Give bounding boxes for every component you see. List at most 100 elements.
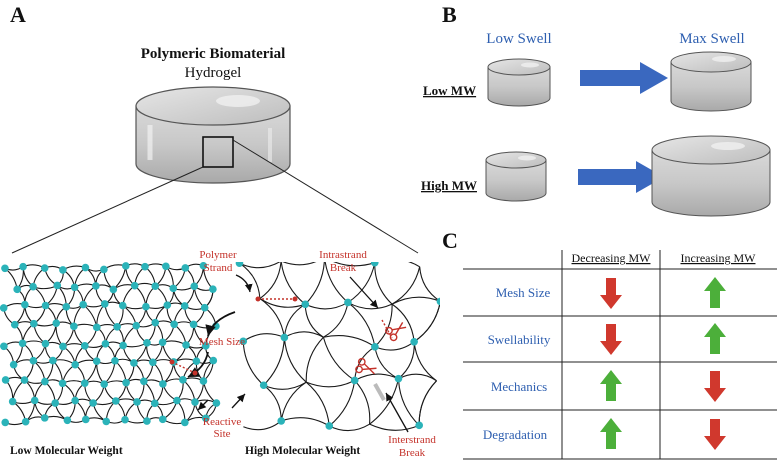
reactive-site-node (150, 399, 159, 408)
polymer-strand (263, 381, 307, 390)
polymer-strand-label-2: Strand (204, 262, 233, 274)
polymer-network (0, 262, 440, 432)
hydrogel-disc-high-mw-swollen (651, 135, 771, 217)
polymer-strand (398, 373, 437, 382)
hydrogel-disc-high-mw-small (485, 151, 547, 202)
zoom-line-left (11, 166, 204, 254)
reactive-site-node (62, 302, 71, 311)
polymer-strand (104, 303, 118, 328)
polymer-strand (413, 301, 440, 343)
reactive-site-node (133, 398, 141, 406)
reactive-site-node (112, 397, 120, 405)
reactive-site-node (81, 415, 90, 424)
reactive-site-node (415, 421, 423, 430)
polymer-strand-arrow (235, 274, 253, 293)
polymer-strand (242, 341, 265, 386)
reactive-site-node (143, 339, 151, 347)
reactive-site-node (180, 302, 189, 310)
table-row-label: Degradation (483, 427, 548, 442)
interstrand-label-2: Break (399, 447, 426, 459)
polymer-strand (243, 420, 282, 431)
reactive-site-node (212, 399, 221, 407)
table-row-label: Mechanics (491, 379, 547, 394)
reactive-site-node (30, 396, 39, 405)
reactive-site-node (371, 342, 379, 351)
polymer-strand (305, 381, 330, 427)
reactive-site-node (92, 323, 101, 332)
reactive-site-node (163, 301, 172, 309)
polymer-strand (323, 335, 376, 348)
polymer-strand (418, 380, 437, 426)
reactive-site-node (0, 342, 8, 351)
polymer-strand (304, 262, 325, 305)
reactive-site-node (192, 357, 201, 365)
reactive-site-node (13, 285, 21, 294)
max-swell-header: Max Swell (679, 31, 744, 47)
arrow-up-icon (704, 277, 726, 308)
swell-arrow-high-mw (578, 161, 664, 193)
reactive-site-node (111, 356, 119, 365)
reactive-site-node (436, 297, 440, 306)
mesh-arrow-up (205, 311, 236, 337)
reactive-site-node (350, 376, 359, 385)
table-header-decreasing: Decreasing MW (572, 251, 652, 265)
intrastrand-arrow (349, 276, 379, 309)
table-row-label: Swellability (488, 332, 551, 347)
reactive-site-node (280, 333, 289, 342)
mw-effect-table: Decreasing MW Increasing MW Mesh Size Sw… (463, 250, 777, 460)
arrow-down-icon (600, 324, 622, 355)
polymer-strand (282, 262, 317, 266)
table-row-label: Mesh Size (496, 285, 551, 300)
hydrogel-disc-large (135, 86, 291, 184)
polymer-strand (306, 379, 355, 388)
polymer-strand (347, 262, 376, 303)
reactive-site-node (70, 283, 79, 292)
reactive-site-node (130, 281, 139, 290)
low-mw-caption: Low Molecular Weight (10, 445, 123, 457)
reactive-site-node (200, 303, 209, 312)
polymer-strand (239, 262, 281, 269)
reactive-site-node (121, 262, 130, 270)
reactive-site-node (0, 304, 8, 312)
reactive-site-node (100, 300, 109, 308)
reactive-site-node (181, 418, 189, 427)
zoom-box (202, 136, 234, 168)
reactive-site-node (179, 376, 187, 384)
reactive-site-node (1, 418, 10, 427)
panel-letter-c: C (442, 228, 458, 253)
polymer-strand (322, 337, 356, 381)
polymer-strand (324, 262, 349, 303)
network-annotations: Polymer Strand Intrastrand Break Mesh Si… (169, 249, 436, 459)
reactive-site-node (59, 266, 67, 274)
polymer-strand (419, 266, 440, 302)
reactive-site-node (102, 417, 111, 426)
reactive-site-node (92, 357, 101, 366)
reactive-site-node (239, 337, 248, 346)
polymer-strand (329, 423, 370, 432)
reactive-site-node (63, 416, 72, 425)
reactive-site-node (190, 282, 199, 291)
polymer-strand (347, 302, 376, 347)
reactive-site-node (325, 422, 334, 430)
reactive-site-node (118, 301, 127, 310)
reactive-site-node (40, 414, 49, 422)
reactive-site-node (191, 398, 199, 406)
reactive-site-node (141, 262, 149, 271)
table-header-increasing: Increasing MW (681, 251, 757, 265)
high-mw-caption: High Molecular Weight (245, 445, 360, 457)
reactive-site-node (410, 337, 418, 346)
polymer-strand (413, 341, 437, 382)
reactive-site-node (151, 282, 160, 290)
reactive-site-node (119, 341, 127, 350)
arrow-down-icon (704, 371, 726, 402)
reactive-site-node (58, 379, 67, 388)
mesh-size-label: Mesh Size (199, 336, 245, 348)
mesh-arrow-down (187, 351, 209, 378)
polymer-strand (374, 262, 393, 305)
reactive-site-node (202, 342, 210, 350)
reactive-site-node (113, 323, 121, 331)
reactive-site-node (29, 282, 37, 291)
reactive-site-node (209, 356, 218, 365)
reactive-arrow-right (231, 393, 246, 409)
polymer-strand (323, 302, 349, 338)
